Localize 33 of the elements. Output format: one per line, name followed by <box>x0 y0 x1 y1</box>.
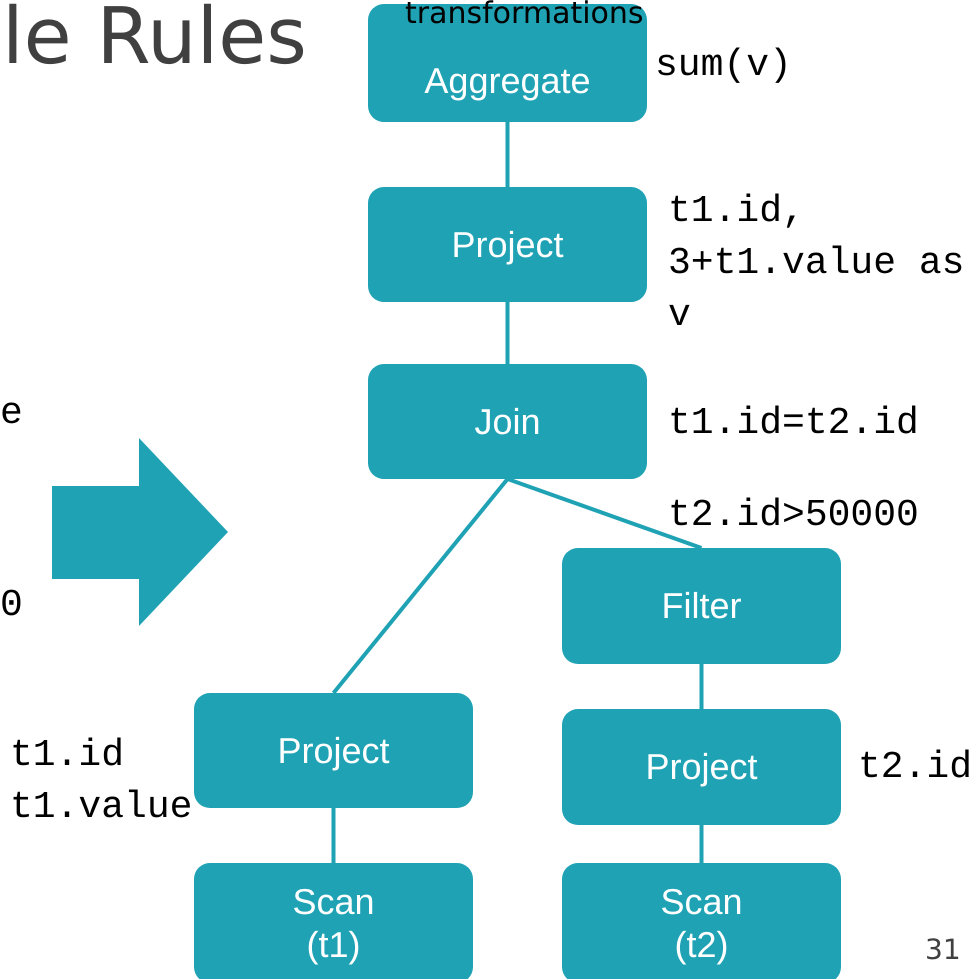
page-number: 31 <box>925 932 961 968</box>
operator-box <box>194 863 473 979</box>
operator-label: Join <box>474 400 541 444</box>
operator-label: Aggregate <box>424 59 591 103</box>
operator-label: Project <box>277 728 390 772</box>
operator-label: Scan (t1) <box>291 880 376 966</box>
connector-line <box>700 825 704 863</box>
operator-expression: t1.id=t2.id <box>668 401 920 447</box>
operator-label: Project <box>451 222 564 266</box>
operator-label: Project <box>645 745 758 789</box>
caption-text: transformations <box>405 0 644 33</box>
connector-line <box>332 478 510 694</box>
connector-line <box>506 477 702 550</box>
operator-expression: t1.id t1.value <box>10 733 194 831</box>
operator-box <box>562 548 841 664</box>
connector-line <box>332 808 336 863</box>
slide-title: le Rules <box>2 0 307 82</box>
operator-label: Scan (t2) <box>659 880 744 966</box>
connector-line <box>506 302 510 364</box>
operator-expression: sum(v) <box>655 43 793 89</box>
cut-off-text: e <box>0 391 23 437</box>
operator-box <box>562 709 841 825</box>
operator-box <box>562 863 841 979</box>
connector-line <box>700 664 704 709</box>
operator-box <box>368 364 647 479</box>
operator-box <box>194 693 473 808</box>
connector-line <box>506 122 510 187</box>
operator-expression: t2.id>50000 <box>668 493 920 539</box>
operator-box <box>368 187 647 302</box>
operator-label: Filter <box>662 584 742 628</box>
operator-expression: t2.id <box>858 745 974 791</box>
cut-off-text: 0 <box>0 583 23 629</box>
operator-expression: t1.id, 3+t1.value as v <box>668 189 966 339</box>
